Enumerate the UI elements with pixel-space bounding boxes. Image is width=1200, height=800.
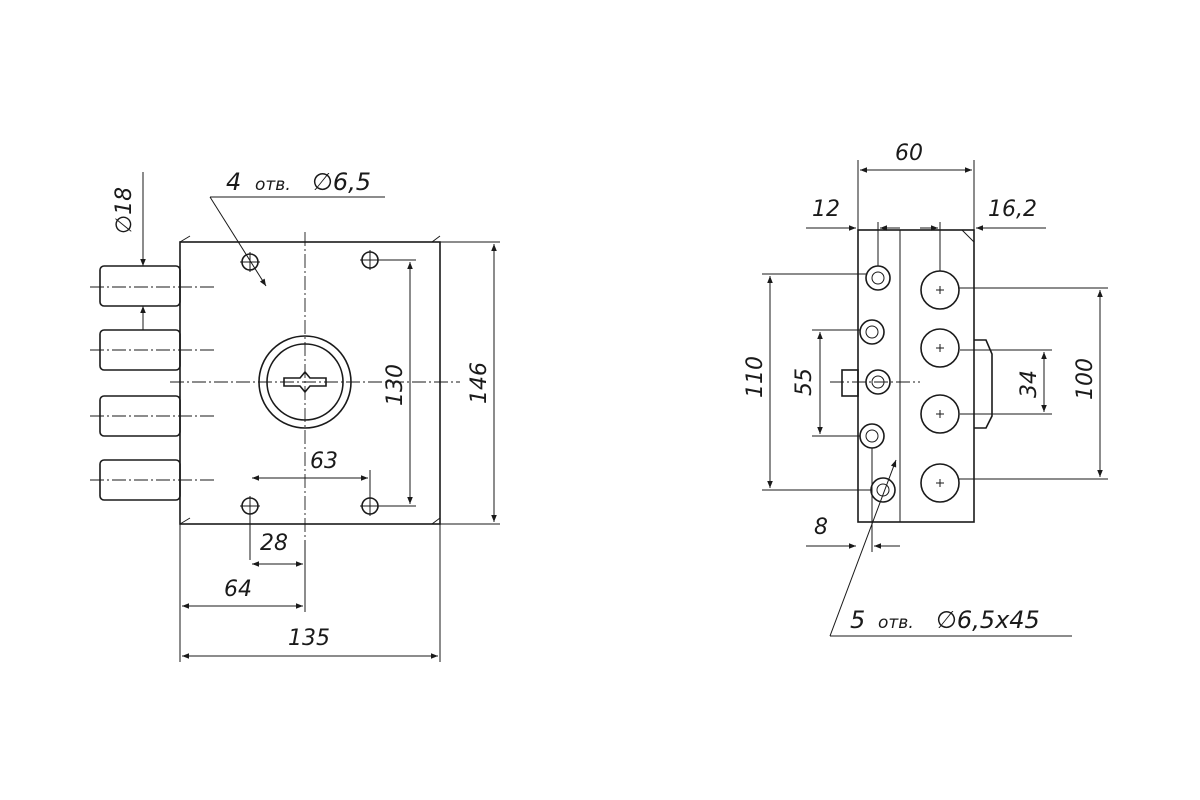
- front-holes-count: 4: [226, 168, 241, 196]
- front-holes-spec: ∅6,5: [312, 168, 371, 196]
- screw-hole: [859, 423, 885, 449]
- dim-total-height: 146: [467, 362, 492, 404]
- front-view: 4 отв. ∅6,5 ∅18 130 146 63 28 64 135: [90, 168, 500, 662]
- dim-keyhole-height: 130: [383, 364, 408, 406]
- lock-body-outline: [179, 241, 441, 525]
- side-holes-count: 5: [850, 606, 865, 634]
- dim-total-width: 135: [288, 626, 330, 651]
- side-dim-outer-height: 110: [743, 356, 768, 398]
- bolt-end: [920, 463, 960, 503]
- keyhole-icon: [283, 370, 327, 394]
- bolts: [90, 265, 215, 501]
- mounting-holes: [240, 250, 380, 516]
- bolt-end: [920, 328, 960, 368]
- faceplate-screw-holes: [859, 265, 896, 503]
- dim-center-offset: 64: [224, 577, 252, 602]
- side-dim-bottom-offset: 8: [814, 515, 828, 540]
- side-dim-bolt-span: 100: [1073, 358, 1098, 400]
- faceplate-outline: [857, 229, 975, 523]
- screw-hole: [859, 319, 885, 345]
- side-dim-total-width: 60: [895, 141, 923, 166]
- latch: [841, 369, 859, 397]
- side-dim-right-offset: 16,2: [988, 197, 1037, 222]
- side-dim-inner-height: 55: [792, 368, 817, 396]
- dim-hole-spacing: 63: [310, 449, 338, 474]
- side-holes-spec: ∅6,5x45: [936, 606, 1040, 634]
- bolt-diameter-label: ∅18: [112, 187, 137, 234]
- side-dim-left-offset: 12: [812, 197, 840, 222]
- side-dim-bolt-pitch: 34: [1017, 370, 1042, 398]
- dim-hole-offset: 28: [260, 531, 288, 556]
- bolt-ends: [920, 270, 960, 503]
- screw-hole: [865, 265, 891, 291]
- side-bracket: [974, 339, 993, 429]
- screw-hole: [870, 477, 896, 503]
- front-holes-abbr: отв.: [255, 175, 291, 195]
- side-holes-abbr: отв.: [878, 613, 914, 633]
- bolt-end: [920, 394, 960, 434]
- side-view: 60 12 16,2 110 55 34 100: [743, 141, 1108, 637]
- key-cylinder: [258, 335, 352, 429]
- bolt: [99, 265, 181, 307]
